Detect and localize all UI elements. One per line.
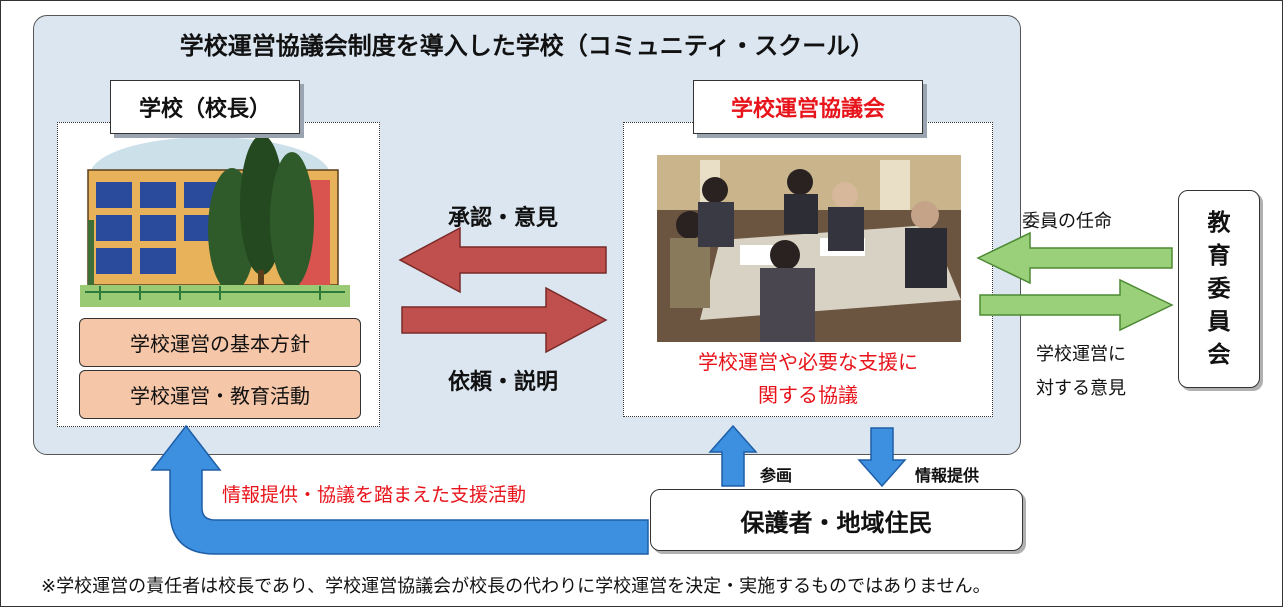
council-description-line-2: 関する協議 [758,383,858,407]
board-char-4: 員 [1207,308,1231,335]
board-char-5: 会 [1207,341,1231,368]
panel-title: 学校運営協議会制度を導入した学校（コミュニティ・スクール） [179,32,875,60]
board-char-1: 教 [1207,209,1231,236]
board-char-3: 委 [1207,275,1231,302]
footnote: ※学校運営の責任者は校長であり、学校運営協議会が校長の代わりに学校運営を決定・実… [41,576,991,597]
opinion-label-line-2: 対する意見 [1036,378,1126,399]
board-of-education-box: 教 育 委 員 会 [1178,190,1260,388]
residents-label: 保護者・地域住民 [740,508,933,537]
opinion-label-line-1: 学校運営に [1036,344,1126,365]
council-description-line-1: 学校運営や必要な支援に [698,350,918,374]
participation-label: 参画 [760,466,793,485]
request-arrow-right [401,286,608,354]
council-title: 学校運営協議会 [693,80,923,134]
residents-box: 保護者・地域住民 [650,489,1023,551]
opinion-arrow-right [979,278,1174,332]
school-title: 学校（校長） [110,80,300,134]
info-provision-label: 情報提供 [915,466,980,485]
appointment-label: 委員の任命 [1022,211,1112,232]
approval-arrow-left [398,226,607,294]
approval-opinion-label: 承認・意見 [447,206,558,231]
request-explanation-label: 依頼・説明 [447,370,558,395]
info-arrow-down [857,427,907,488]
support-activity-label: 情報提供・協議を踏まえた支援活動 [222,484,527,506]
education-activity-box: 学校運営・教育活動 [79,370,361,419]
support-arrow [150,424,649,555]
basic-policy-box: 学校運営の基本方針 [79,318,361,367]
board-char-2: 育 [1207,242,1231,269]
appointment-arrow-left [976,231,1173,285]
participation-arrow-up [708,424,758,487]
